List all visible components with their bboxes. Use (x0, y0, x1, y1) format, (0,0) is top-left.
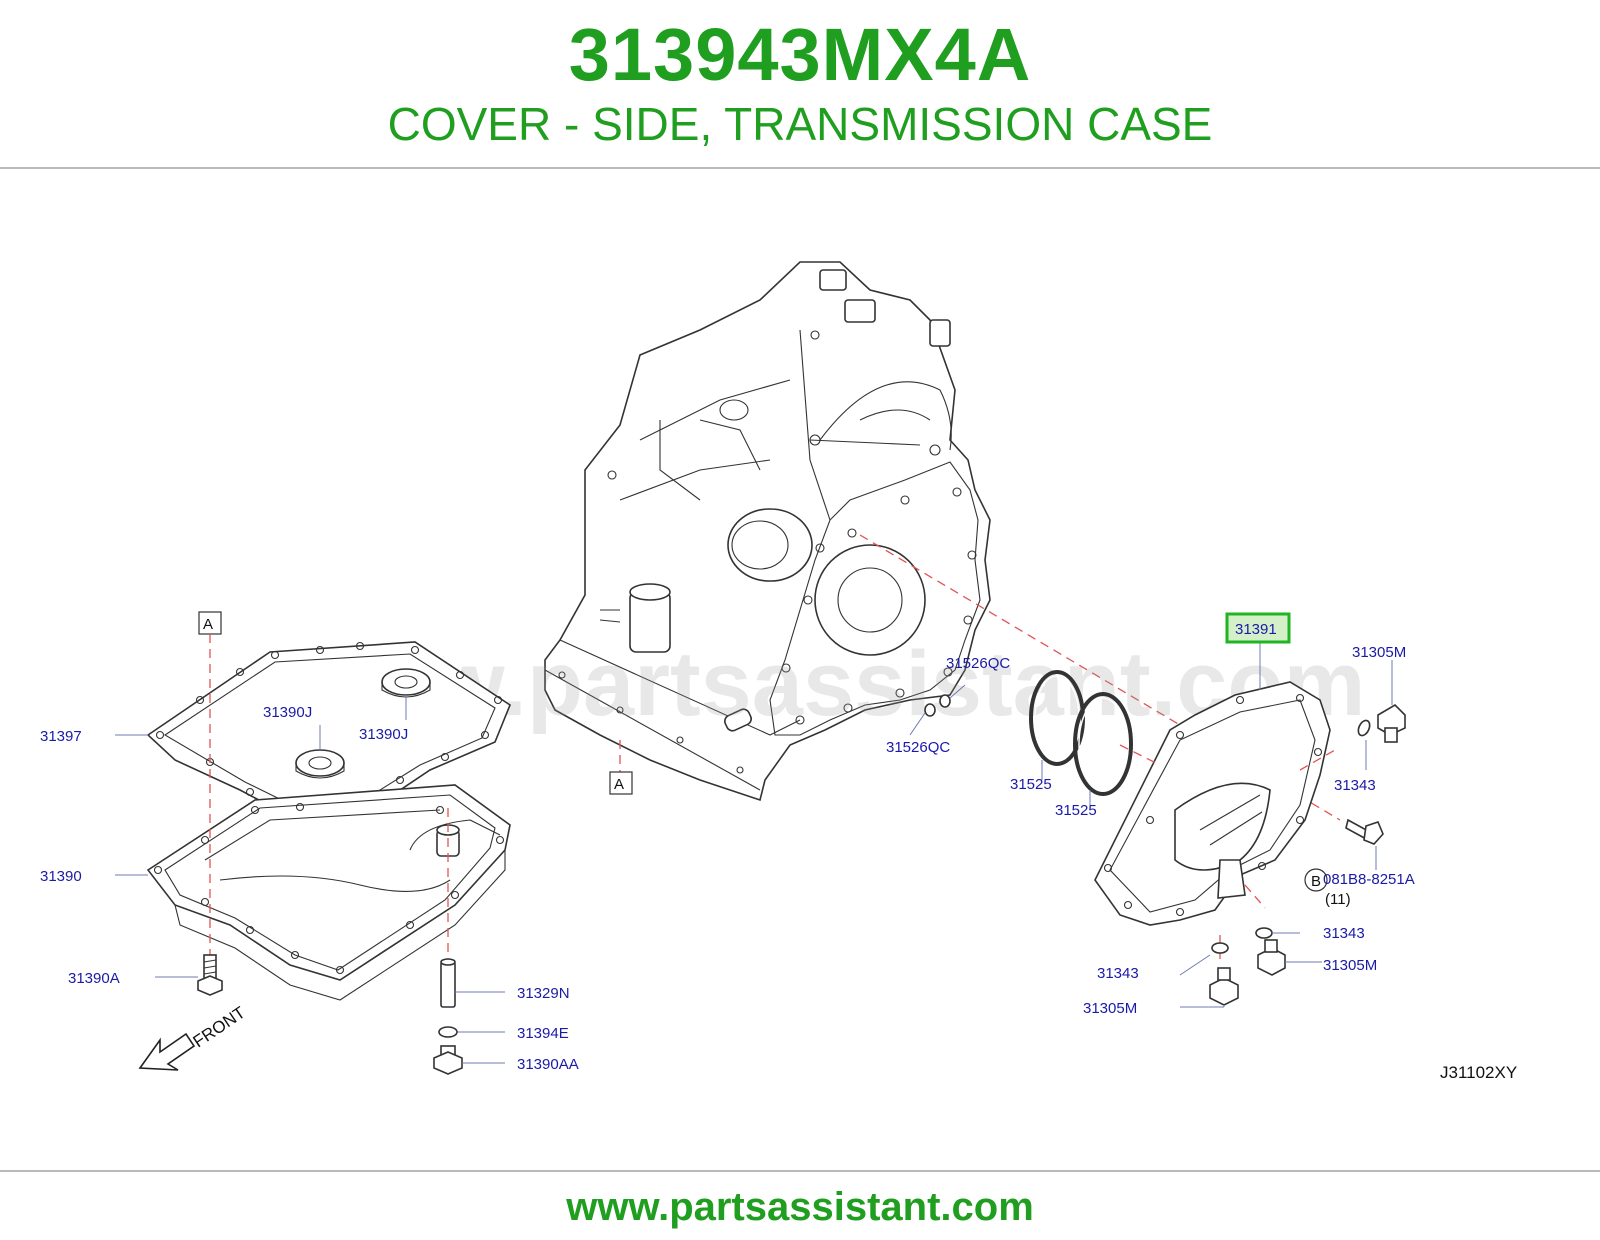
transmission-case-drawing (544, 261, 991, 802)
header-divider (0, 167, 1600, 169)
oil-pan-31390 (115, 784, 511, 1001)
callout-31390aa[interactable]: 31390AA (517, 1056, 579, 1073)
ref-marker-a-case-label: A (614, 776, 624, 793)
ref-marker-a-pan: A (198, 611, 222, 960)
callout-31526qc-top[interactable]: 31526QC (946, 655, 1010, 672)
drain-stud-washer-plug (433, 808, 505, 1075)
callout-31305m-top[interactable]: 31305M (1352, 644, 1406, 661)
callout-31390[interactable]: 31390 (40, 868, 82, 885)
lower-plugs-and-orings (1179, 927, 1322, 1008)
front-label: FRONT (190, 1003, 249, 1051)
bolt-31390a (155, 954, 223, 996)
callout-31390j-a[interactable]: 31390J (263, 704, 312, 721)
callout-31305m-left[interactable]: 31305M (1083, 1000, 1137, 1017)
callout-labels: 31305M 31526QC 31526QC 31525 31525 31343… (40, 644, 1517, 1082)
footer-url[interactable]: www.partsassistant.com (566, 1185, 1034, 1229)
callout-31394e[interactable]: 31394E (517, 1025, 569, 1042)
parts-exploded-diagram: A www.partsassistant.com (40, 261, 1517, 1082)
bolt-081b8-8251a: B (1304, 818, 1384, 892)
callout-31391-highlight[interactable]: 31391 (1225, 612, 1291, 644)
callout-31329n[interactable]: 31329N (517, 985, 570, 1002)
footer-divider (0, 1170, 1600, 1172)
callout-31305m-right[interactable]: 31305M (1323, 957, 1377, 974)
callout-081b8-qty: (11) (1325, 891, 1351, 908)
callout-31391-label[interactable]: 31391 (1235, 621, 1277, 638)
callout-081b8-8251a[interactable]: 081B8-8251A (1323, 871, 1415, 888)
callout-31390j-b[interactable]: 31390J (359, 726, 408, 743)
ref-marker-a-pan-label: A (203, 616, 213, 633)
part-number-title: 313943MX4A (568, 13, 1032, 96)
seal-rings-31525 (1029, 670, 1133, 805)
callout-31397[interactable]: 31397 (40, 728, 82, 745)
ref-marker-a-case: A (609, 740, 633, 795)
drain-plug-31305m-top (1357, 660, 1406, 770)
callout-31390a[interactable]: 31390A (68, 970, 120, 987)
callout-31525-b[interactable]: 31525 (1055, 802, 1097, 819)
part-description: COVER - SIDE, TRANSMISSION CASE (387, 98, 1213, 150)
o-rings-31526qc (909, 684, 966, 736)
callout-31343-mid[interactable]: 31343 (1323, 925, 1365, 942)
front-direction-arrow: FRONT (138, 1003, 249, 1071)
page-header: 313943MX4A COVER - SIDE, TRANSMISSION CA… (0, 0, 1600, 170)
callout-31526qc-bottom[interactable]: 31526QC (886, 739, 950, 756)
diagram-code: J31102XY (1440, 1063, 1517, 1082)
callout-31525-a[interactable]: 31525 (1010, 776, 1052, 793)
callout-31343-left[interactable]: 31343 (1097, 965, 1139, 982)
ref-marker-b-label: B (1311, 873, 1321, 890)
magnets-31390j (295, 668, 431, 779)
callout-31343-right[interactable]: 31343 (1334, 777, 1376, 794)
